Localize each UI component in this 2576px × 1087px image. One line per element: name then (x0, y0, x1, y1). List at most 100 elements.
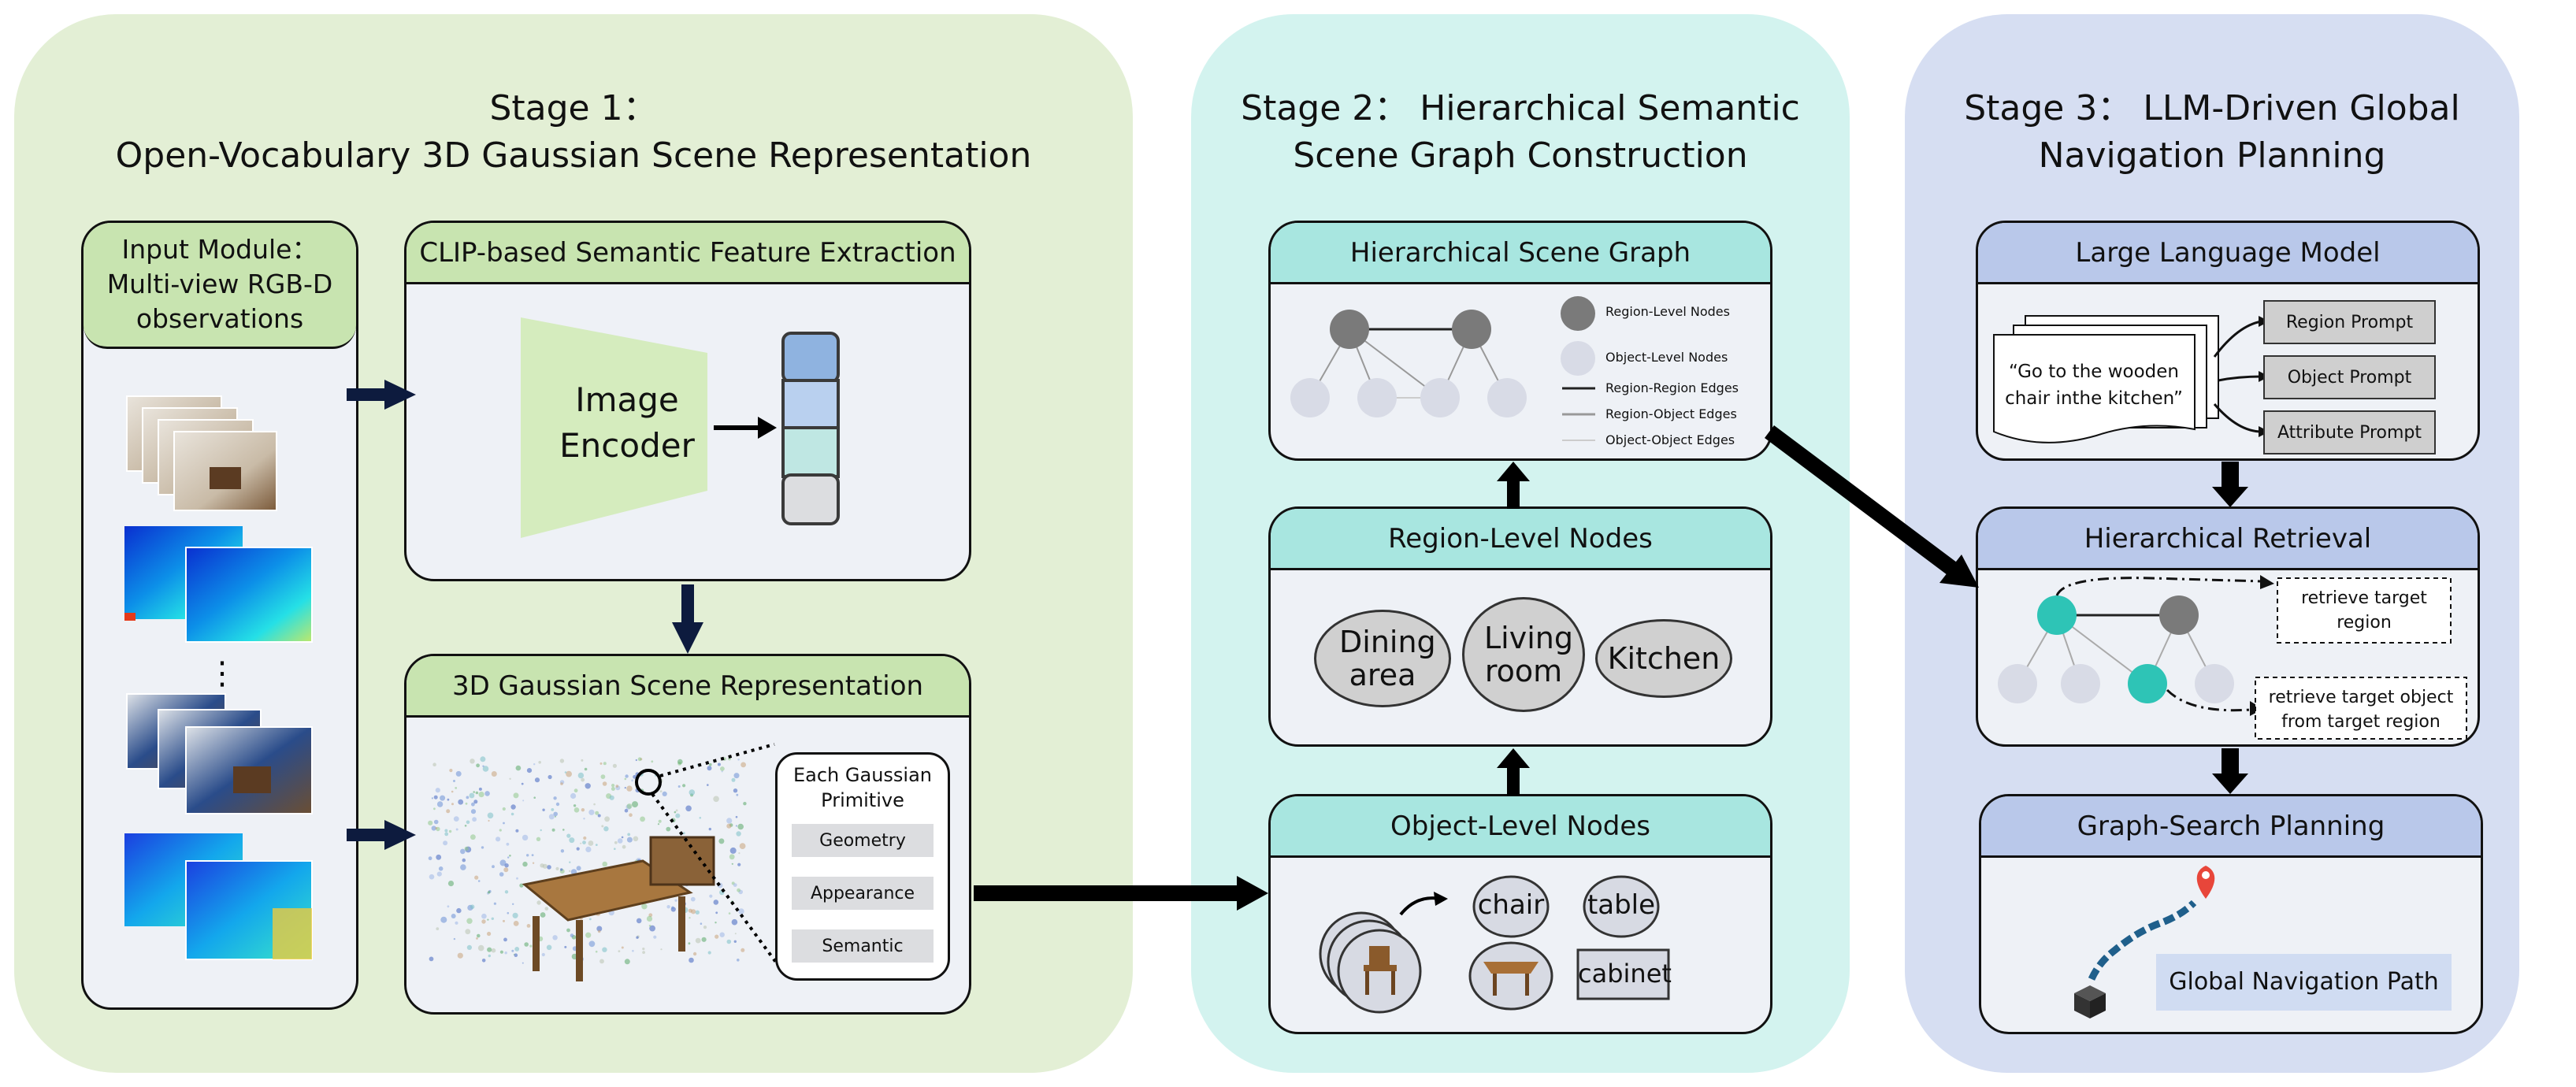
gaussian-splat-point (499, 872, 504, 877)
gaussian-splat-point (560, 868, 563, 871)
gaussian-splat-point (513, 792, 519, 799)
gaussian-splat-point (456, 907, 462, 914)
gaussian-splat-point (477, 933, 481, 938)
gaussian-splat-point (646, 915, 653, 922)
gaussian-splat-point (729, 854, 735, 860)
gaussian-splat-point (588, 809, 595, 815)
gaussian-splat-point (496, 837, 501, 842)
location-pin-icon (2196, 866, 2215, 899)
gaussian-splat-point (522, 861, 528, 867)
gaussian-splat-point (484, 791, 490, 796)
gaussian-splat-point (502, 807, 506, 811)
gaussian-splat-point (677, 785, 681, 788)
gaussian-splat-point (700, 922, 703, 925)
gaussian-splat-point (708, 827, 711, 831)
gaussian-scene-title: 3D Gaussian Scene Representation (406, 656, 969, 718)
gaussian-splat-point (499, 950, 503, 954)
gaussian-splat-point (585, 846, 592, 852)
gaussian-splat-point (585, 932, 592, 938)
gaussian-splat-point (546, 944, 552, 951)
gaussian-splat-point (588, 918, 592, 921)
gaussian-splat-point (738, 908, 744, 914)
chair-label-node (1472, 875, 1550, 938)
gaussian-splat-point (662, 791, 667, 796)
gaussian-splat-point (642, 948, 645, 951)
gaussian-splat-point (504, 952, 507, 955)
gaussian-splat-point (536, 900, 541, 905)
gaussian-splat-point (595, 950, 598, 953)
gaussian-splat-point (626, 803, 633, 809)
robot-icon (2074, 985, 2106, 1018)
feature-vector (781, 332, 840, 525)
gaussian-splat-point (462, 858, 466, 863)
clip-feature-box: CLIP-based Semantic Feature Extraction I… (404, 221, 971, 581)
gaussian-splat-point (481, 959, 486, 963)
gaussian-splat-point (682, 784, 686, 788)
gaussian-splat-point (566, 928, 570, 933)
gaussian-splat-point (685, 805, 692, 812)
gaussian-splat-point (733, 788, 738, 793)
gaussian-splat-point (455, 787, 458, 789)
gaussian-splat-point (503, 937, 507, 942)
gaussian-splat-point (570, 933, 574, 937)
gaussian-splat-point (707, 951, 711, 955)
gaussian-splat-point (564, 945, 567, 948)
gaussian-splat-point (547, 865, 551, 870)
retrieval-diagram (1998, 575, 2467, 740)
target-region-node (2037, 595, 2077, 635)
gaussian-splat-point (429, 956, 434, 962)
gaussian-splat-point (481, 846, 484, 849)
gaussian-splat-point (465, 802, 468, 805)
gaussian-splat-point (737, 823, 744, 830)
gaussian-splat-point (521, 782, 524, 785)
gaussian-splat-point (699, 817, 702, 819)
gaussian-splat-point (624, 959, 630, 965)
planning-title: Graph-Search Planning (1981, 796, 2481, 858)
gaussian-splat-point (666, 826, 671, 832)
gaussian-splat-point (453, 780, 455, 782)
gaussian-splat-point (637, 757, 642, 762)
scene-graph-title: Hierarchical Scene Graph (1271, 223, 1770, 284)
stage1-title-line2: Open-Vocabulary 3D Gaussian Scene Repres… (115, 135, 1032, 176)
gaussian-splat-point (453, 816, 459, 822)
gaussian-splat-point (626, 785, 633, 792)
gaussian-splat-point (464, 846, 469, 851)
encoder-label: Image Encoder (556, 377, 698, 469)
gaussian-splat-point (624, 808, 629, 813)
gaussian-splat-point (433, 819, 439, 825)
gaussian-splat-point (690, 896, 696, 902)
gaussian-splat-point (544, 907, 549, 911)
gaussian-splat-point (602, 781, 607, 786)
gaussian-splat-point (453, 937, 456, 940)
region-nodes-box: Region-Level Nodes Dining area Living ro… (1268, 506, 1772, 747)
gaussian-splat-point (542, 863, 547, 869)
gaussian-splat-point (577, 772, 585, 779)
gaussian-splat-point (593, 803, 596, 806)
gaussian-splat-point (531, 854, 534, 856)
rgbd-frames: ⋮ (124, 395, 313, 960)
gaussian-splat-point (642, 951, 645, 954)
gaussian-splat-point (627, 833, 631, 837)
gaussian-splat-point (540, 829, 542, 832)
gaussian-splat-point (431, 797, 433, 799)
gaussian-splat-point (595, 811, 599, 815)
gaussian-splat-point (715, 922, 717, 924)
object-prompt: Object Prompt (2263, 355, 2436, 399)
gaussian-splat-point (640, 816, 645, 822)
gaussian-splat-point (433, 807, 436, 811)
gaussian-splat-point (688, 942, 691, 945)
depth-frame-stack-2 (124, 833, 313, 960)
gaussian-splat-point (675, 813, 681, 818)
encoder-label-line1: Image (575, 380, 679, 419)
stage1-title: Stage 1： Open-Vocabulary 3D Gaussian Sce… (14, 85, 1133, 180)
gaussian-splat-point (474, 875, 479, 880)
gaussian-splat-point (447, 798, 450, 801)
gaussian-splat-point (435, 827, 438, 829)
global-navigation-path-label: Global Navigation Path (2169, 968, 2439, 996)
gaussian-splat-point (692, 952, 697, 956)
gaussian-splat-point (555, 802, 560, 807)
gaussian-splat-point (658, 819, 662, 823)
gaussian-splat-point (493, 902, 496, 905)
gaussian-splat-point (713, 900, 719, 905)
gaussian-splat-point (689, 957, 694, 963)
